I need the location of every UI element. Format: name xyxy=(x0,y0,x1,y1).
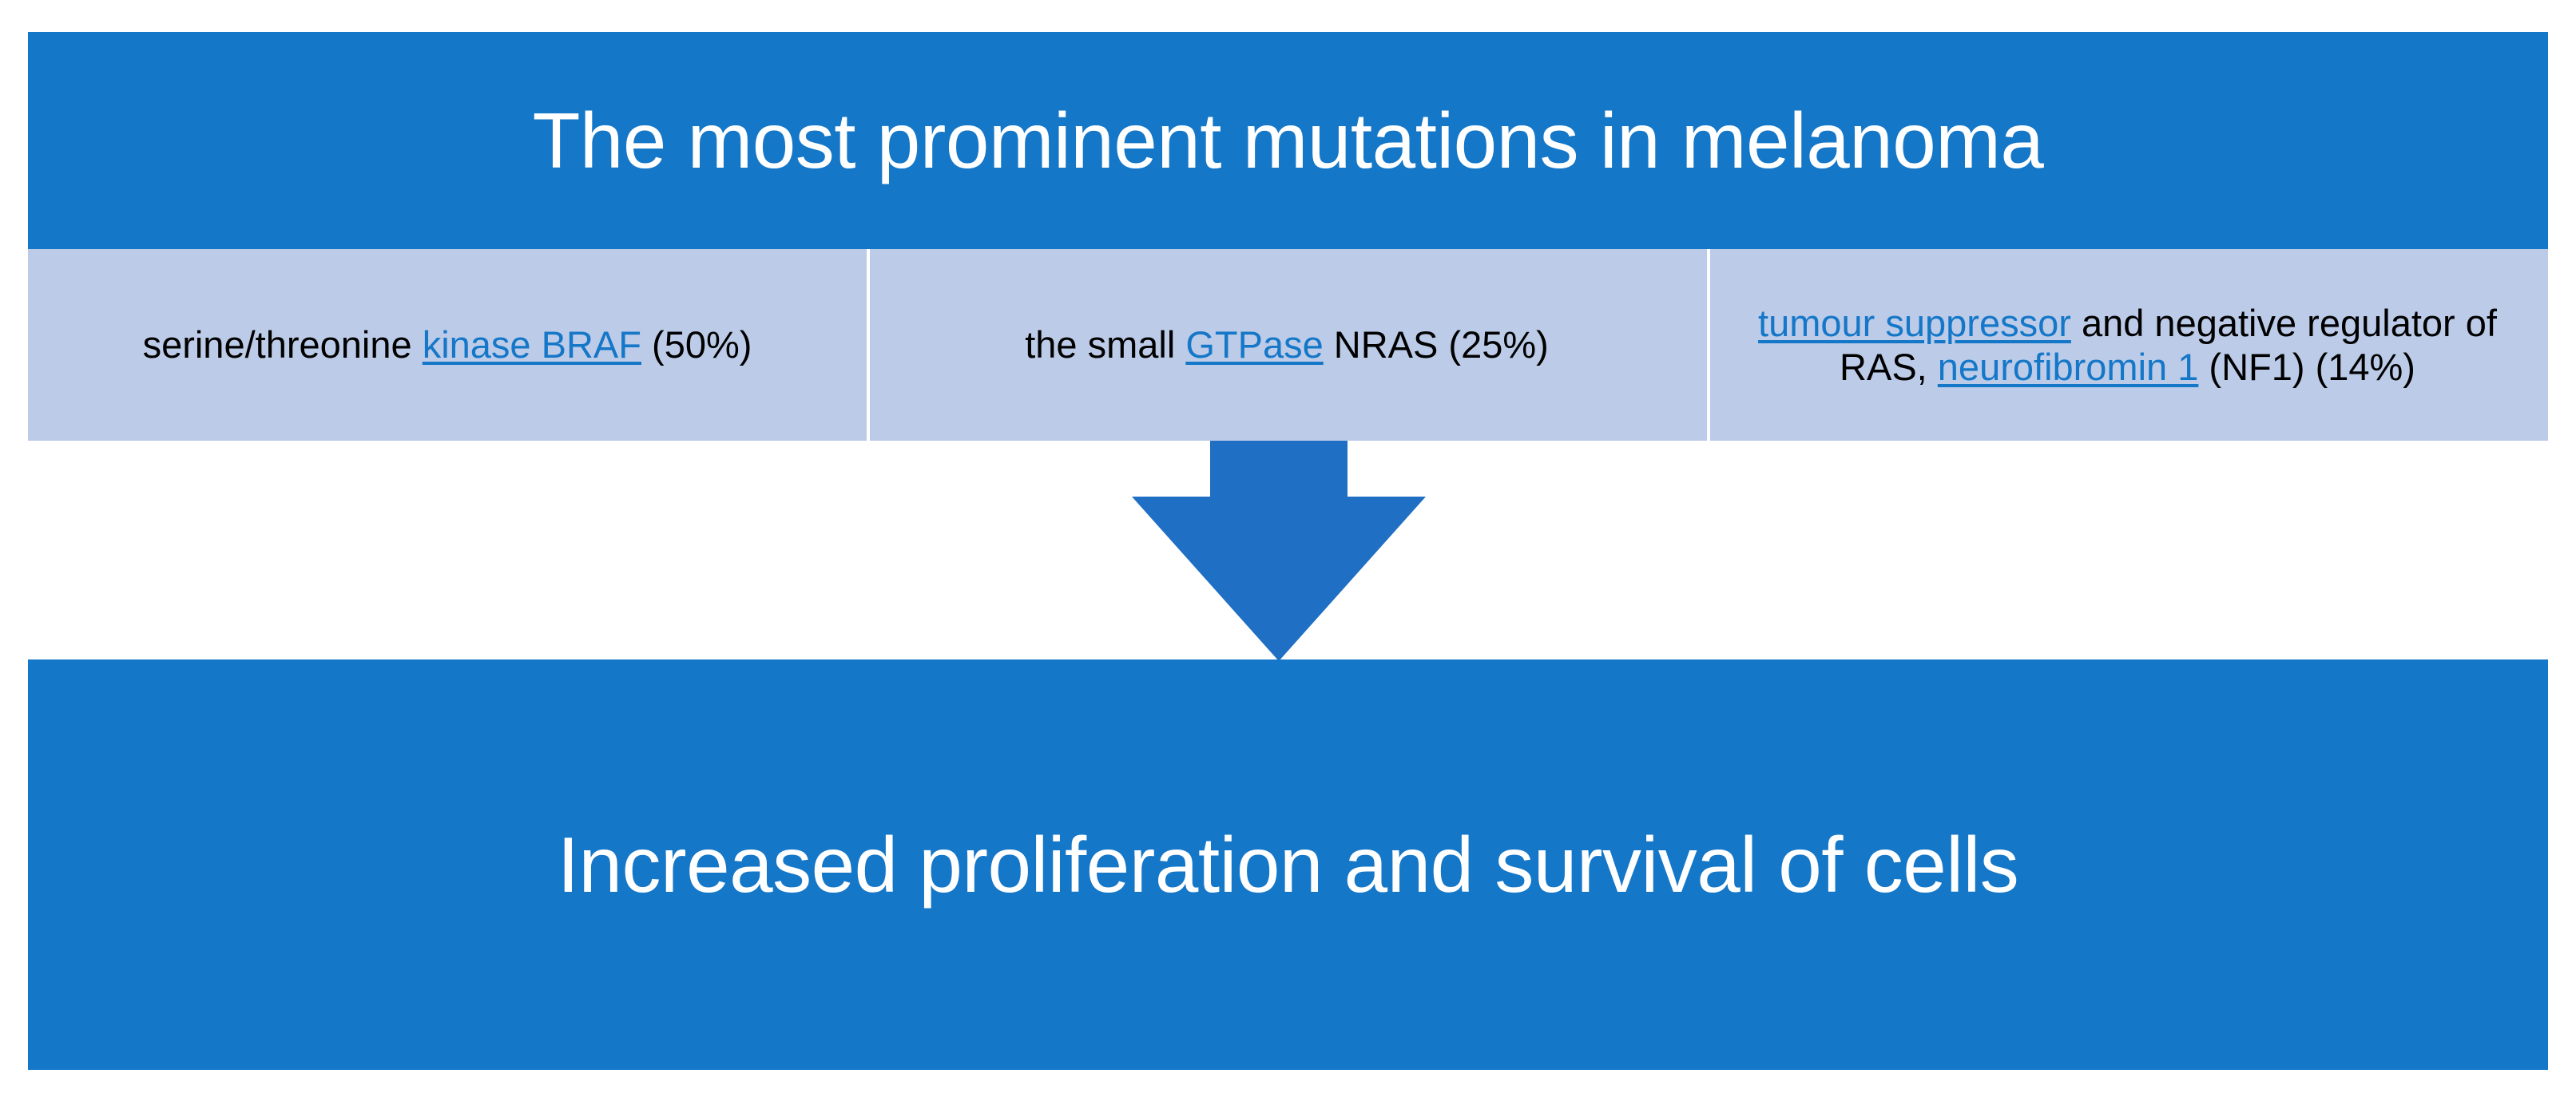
nras-suffix: NRAS (25%) xyxy=(1323,323,1549,366)
page-title: The most prominent mutations in melanoma xyxy=(532,96,2044,184)
nf1-suffix: (NF1) (14%) xyxy=(2198,346,2415,388)
mutation-text-nras: the small GTPase NRAS (25%) xyxy=(1025,323,1549,366)
title-banner: The most prominent mutations in melanoma xyxy=(28,32,2548,249)
link-tumour-suppressor[interactable]: tumour suppressor xyxy=(1758,301,2071,344)
outcome-banner: Increased proliferation and survival of … xyxy=(28,659,2548,1070)
mutation-text-braf: serine/threonine kinase BRAF (50%) xyxy=(143,323,752,366)
link-neurofibromin-1[interactable]: neurofibromin 1 xyxy=(1937,346,2199,388)
mutations-card: The most prominent mutations in melanoma… xyxy=(28,32,2548,441)
mutation-column-braf: serine/threonine kinase BRAF (50%) xyxy=(28,249,867,441)
mutation-column-nras: the small GTPase NRAS (25%) xyxy=(867,249,1707,441)
mutation-columns-row: serine/threonine kinase BRAF (50%) the s… xyxy=(28,249,2548,441)
arrow-down-icon xyxy=(1132,441,1426,661)
link-gtpase[interactable]: GTPase xyxy=(1185,323,1324,366)
outcome-text: Increased proliferation and survival of … xyxy=(557,820,2019,909)
mutation-text-nf1: tumour suppressor and negative regulator… xyxy=(1728,301,2527,390)
link-kinase-braf[interactable]: kinase BRAF xyxy=(422,323,641,366)
braf-suffix: (50%) xyxy=(641,323,752,366)
nf1-middle: and negative regulator of RAS, xyxy=(1840,301,2497,388)
mutation-column-nf1: tumour suppressor and negative regulator… xyxy=(1707,249,2548,441)
nras-prefix: the small xyxy=(1025,323,1186,366)
braf-prefix: serine/threonine xyxy=(142,323,423,366)
